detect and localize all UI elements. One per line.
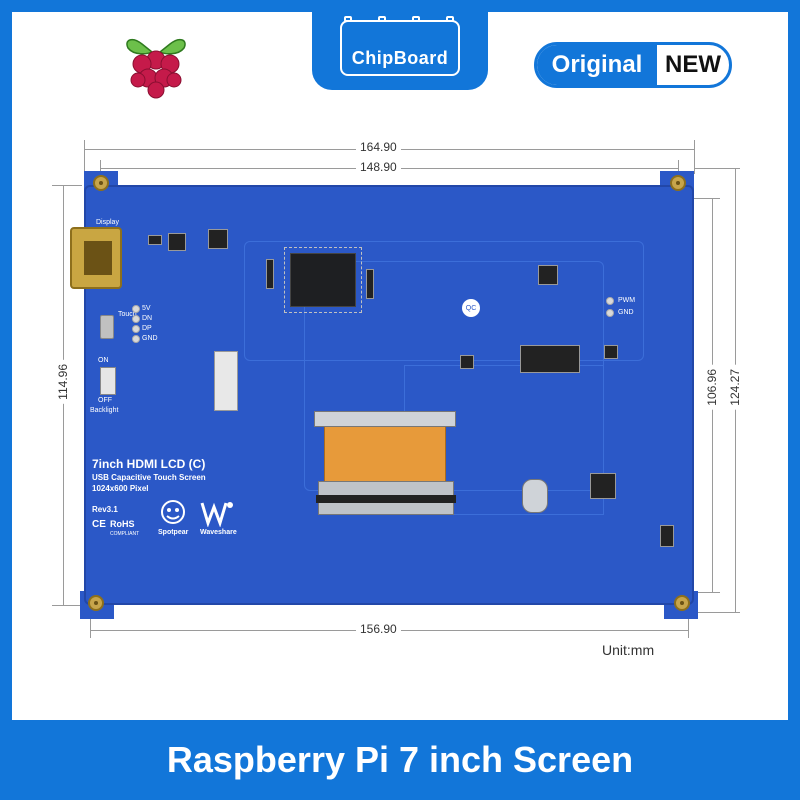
screw-icon [93,175,109,191]
connector [214,351,238,411]
ffc-connector-top [314,411,456,427]
screw-icon [674,595,690,611]
pin-pad [132,305,140,313]
dim-tick [84,140,85,174]
raspberry-pi-logo [126,38,186,99]
pin-pad [606,297,614,305]
dim-right-outer: 124.27 [728,365,742,410]
spotpear-logo-icon [161,500,185,524]
chipboard-logo: ChipBoard [312,12,488,90]
lcd-pcb-board: Display Touch 5V DN DP GND ON OFF Backli… [70,171,698,619]
dim-bottom: 156.90 [356,622,401,636]
waveshare-label: Waveshare [200,529,237,536]
screw-icon [670,175,686,191]
badge-new-text: NEW [665,51,721,78]
badge-original-text: Original [537,45,657,85]
smd-component [660,525,674,547]
smd-component [538,265,558,285]
spotpear-label: Spotpear [158,529,189,536]
label-display: Display [96,219,119,226]
label-backlight: Backlight [90,407,119,414]
smd-component [266,259,274,289]
pin-pad [132,335,140,343]
smd-chip [590,473,616,499]
hdmi-port [70,227,122,289]
compliant-label: COMPLIANT [110,531,140,537]
main-ic-chip [290,253,356,307]
dim-tick [694,612,740,613]
dim-tick [694,198,720,199]
pcb-rev: Rev3.1 [92,505,118,514]
smd-component [208,229,228,249]
label-gnd-pwm: GND [618,309,634,316]
dim-tick [694,140,695,174]
pin-pad [606,309,614,317]
dim-tick [52,605,82,606]
dim-tick [100,160,101,178]
smd-component [604,345,618,359]
ffc-slot [316,495,456,503]
backlight-switch [100,367,116,395]
pcb-body [84,185,694,605]
rohs-mark: RoHS [110,519,135,529]
smd-component [168,233,186,251]
label-gnd-touch: GND [142,335,158,342]
pcb-trace [244,241,644,361]
label-pwm: PWM [618,297,636,304]
waveshare-logo-icon [200,502,233,527]
pcb-resolution: 1024x600 Pixel [92,484,149,493]
dim-tick [678,160,679,178]
smd-component [366,269,374,299]
unit-label: Unit:mm [602,642,655,658]
dim-tick [688,614,689,638]
crystal-oscillator [522,479,548,513]
dim-top-inner: 148.90 [356,160,401,174]
dim-tick [694,168,740,169]
smd-component [148,235,162,245]
pcb-title: 7inch HDMI LCD (C) [92,457,206,471]
smd-component [520,345,580,373]
dim-tick [694,592,720,593]
label-dp: DP [142,325,152,332]
label-on: ON [98,357,109,364]
pin-pad [132,325,140,333]
smd-component [460,355,474,369]
dim-right-inner: 106.96 [705,365,719,410]
qc-sticker: QC [462,299,480,317]
dim-left: 114.96 [56,360,70,404]
pcb-subtitle: USB Capacitive Touch Screen [92,473,206,482]
chip-pins [284,247,362,313]
ce-mark: CE [92,519,106,530]
label-dn: DN [142,315,153,322]
product-title-banner: Raspberry Pi 7 inch Screen [0,720,800,800]
original-new-badge: Original NEW [534,42,732,88]
label-5v: 5V [142,305,151,312]
dim-top-outer: 164.90 [356,140,401,154]
dim-tick [90,614,91,638]
pin-pad [132,315,140,323]
label-off: OFF [98,397,112,404]
micro-usb-port [100,315,114,339]
label-touch: Touch [118,311,137,318]
chip-icon [340,20,460,76]
screw-icon [88,595,104,611]
store-name: ChipBoard [351,48,449,68]
dim-tick [52,185,82,186]
